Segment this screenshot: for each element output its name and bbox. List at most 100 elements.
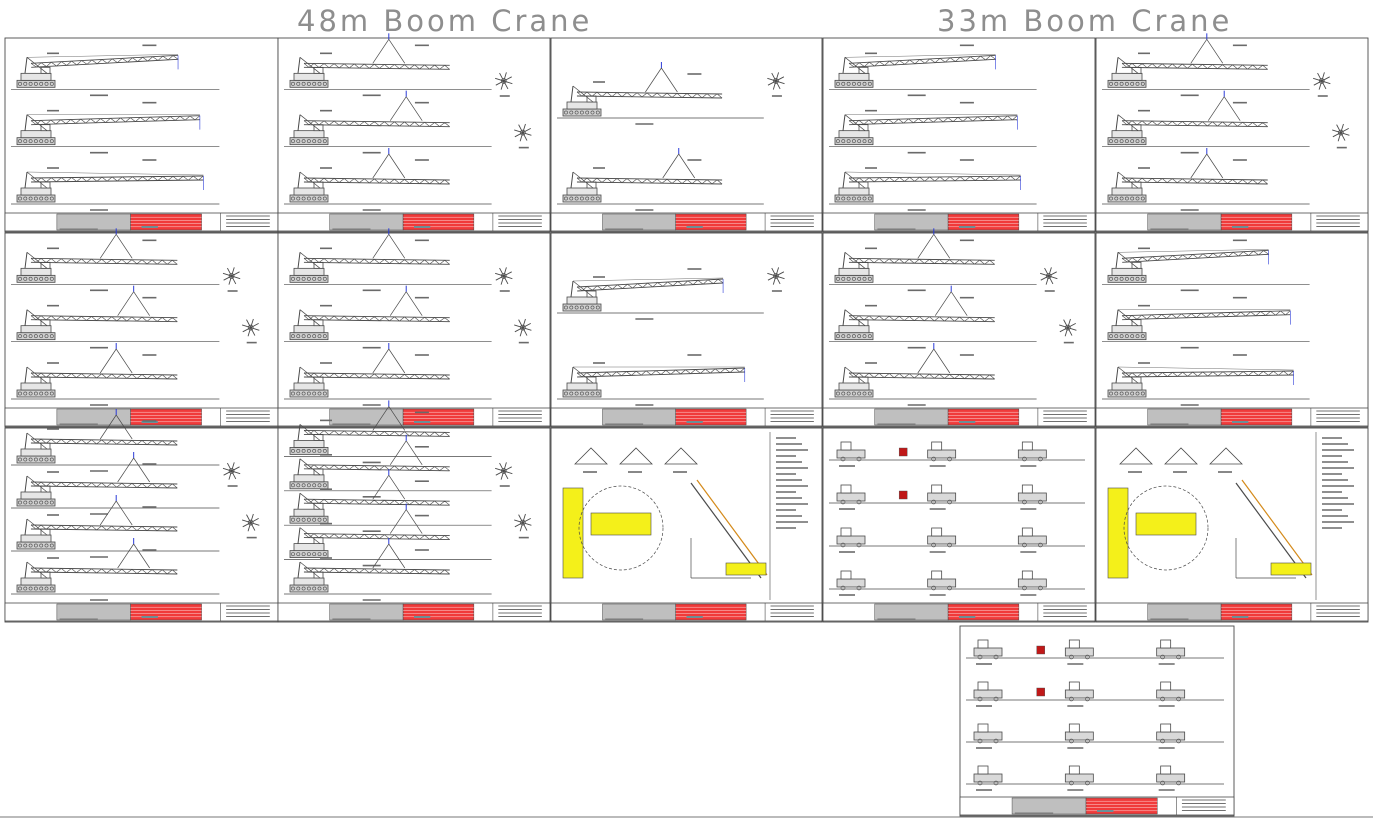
boom-lattice bbox=[303, 177, 450, 185]
boom-lattice bbox=[1121, 249, 1269, 263]
elevation-view bbox=[284, 33, 492, 97]
crawler-crane bbox=[289, 492, 329, 524]
crawler-crane bbox=[834, 57, 874, 88]
rigging-sketch bbox=[1332, 123, 1350, 149]
boom-lattice bbox=[848, 175, 1021, 183]
crawler-crane bbox=[562, 85, 602, 117]
elevation-view bbox=[284, 434, 492, 498]
title-block bbox=[550, 407, 823, 427]
crawler-crane bbox=[289, 309, 329, 341]
crawler-crane bbox=[16, 366, 56, 398]
crawler-crane bbox=[289, 171, 329, 203]
elevation-view bbox=[284, 90, 492, 154]
boom-lattice bbox=[303, 372, 450, 380]
boom-lattice bbox=[303, 62, 450, 70]
crawler-crane bbox=[1107, 57, 1147, 88]
boom-lattice bbox=[30, 567, 178, 575]
boom-lattice bbox=[1121, 370, 1294, 378]
drawing-sheet-s34 bbox=[822, 427, 1096, 623]
rigging-sketch bbox=[767, 72, 785, 97]
elevation-view bbox=[1102, 90, 1310, 154]
boom-lattice bbox=[1121, 177, 1268, 185]
crawler-crane bbox=[289, 527, 329, 558]
elevation-view bbox=[557, 62, 764, 125]
boom-lattice bbox=[30, 438, 178, 446]
elevation-view bbox=[557, 268, 764, 320]
title-block bbox=[4, 407, 279, 427]
rigging-sketch bbox=[514, 318, 532, 344]
rigging-sketch bbox=[514, 513, 532, 539]
title-block bbox=[277, 212, 551, 232]
elevation-view bbox=[11, 101, 220, 154]
title-block bbox=[277, 407, 551, 427]
boom-lattice bbox=[848, 372, 995, 380]
crawler-crane bbox=[1107, 171, 1147, 203]
boom-lattice bbox=[848, 115, 1018, 126]
boom-lattice bbox=[303, 533, 450, 541]
elevation-view bbox=[829, 101, 1037, 154]
elevation-view bbox=[11, 44, 220, 97]
boom-detail-views bbox=[1107, 432, 1354, 600]
boom-lattice bbox=[576, 91, 723, 99]
crawler-crane bbox=[16, 57, 56, 88]
rigging-sketch bbox=[495, 72, 513, 97]
title-block bbox=[550, 602, 823, 622]
drawing-sheet-s21 bbox=[4, 228, 279, 428]
boom-lattice bbox=[30, 372, 178, 380]
elevation-view bbox=[284, 343, 492, 406]
title-block bbox=[1095, 407, 1369, 427]
title-block bbox=[822, 602, 1096, 622]
elevation-view bbox=[829, 285, 1037, 349]
drawing-sheet-s31 bbox=[4, 409, 279, 623]
crawler-crane bbox=[1107, 309, 1147, 341]
elevation-view bbox=[557, 354, 764, 406]
crawler-crane bbox=[1107, 114, 1147, 146]
elevation-view bbox=[1102, 148, 1310, 211]
rigging-sketch bbox=[241, 318, 260, 344]
drawing-sheet-s45 bbox=[959, 625, 1235, 817]
boom-lattice bbox=[30, 115, 201, 126]
boom-lattice bbox=[30, 175, 204, 183]
rigging-sketch bbox=[1040, 267, 1058, 292]
elevation-view bbox=[11, 452, 220, 515]
boom-lattice bbox=[30, 481, 178, 489]
elevation-view bbox=[11, 285, 220, 349]
elevation-view bbox=[284, 469, 492, 533]
elevation-view bbox=[829, 159, 1037, 211]
crawler-crane bbox=[562, 366, 602, 398]
title-block bbox=[550, 212, 823, 232]
drawing-sheet-s24 bbox=[822, 228, 1096, 428]
elevation-view bbox=[284, 400, 492, 464]
crawler-crane bbox=[16, 432, 56, 464]
crawler-crane bbox=[834, 252, 874, 283]
boom-lattice bbox=[848, 54, 996, 68]
rigging-sketch bbox=[495, 267, 513, 292]
rigging-sketch bbox=[767, 267, 785, 292]
drawing-sheet-s25 bbox=[1095, 232, 1369, 428]
elevation-view bbox=[284, 538, 492, 601]
left-drawing-title: 48m Boom Crane bbox=[297, 4, 593, 38]
boom-lattice bbox=[576, 278, 724, 292]
crawler-crane bbox=[16, 518, 56, 550]
rigging-sketch bbox=[1059, 318, 1077, 344]
crawler-crane bbox=[562, 280, 602, 312]
elevation-view bbox=[829, 228, 1037, 292]
drawing-sheet-s22 bbox=[277, 228, 551, 428]
transport-views bbox=[966, 639, 1224, 791]
elevation-view bbox=[829, 343, 1037, 406]
crawler-crane bbox=[834, 171, 874, 203]
rigging-sketch bbox=[514, 123, 532, 149]
boom-lattice bbox=[576, 177, 723, 185]
rigging-sketch bbox=[222, 267, 241, 292]
elevation-view bbox=[11, 495, 220, 558]
elevation-view bbox=[284, 503, 492, 567]
right-drawing-title: 33m Boom Crane bbox=[937, 4, 1233, 38]
crawler-crane bbox=[289, 458, 329, 490]
crawler-crane bbox=[16, 561, 56, 593]
boom-lattice bbox=[1121, 310, 1291, 321]
drawing-sheet-s33 bbox=[550, 427, 823, 623]
crawler-crane bbox=[834, 309, 874, 341]
drawing-sheet-s15 bbox=[1095, 33, 1369, 233]
crawler-crane bbox=[562, 171, 602, 203]
drawing-sheet-s12 bbox=[277, 33, 551, 233]
